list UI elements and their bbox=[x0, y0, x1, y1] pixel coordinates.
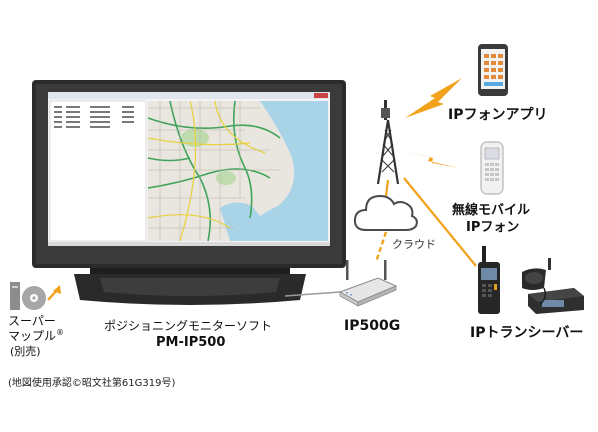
router-icon bbox=[338, 260, 398, 307]
cloud-icon bbox=[353, 194, 418, 231]
software-name-label: ポジショニングモニターソフト bbox=[104, 319, 273, 333]
registered-mark: ® bbox=[56, 328, 65, 337]
super-mapple-label-line3: (別売) bbox=[10, 345, 41, 358]
software-model-label: PM-IP500 bbox=[156, 335, 226, 350]
super-mapple-name: マップル bbox=[8, 329, 57, 343]
radio-tower-icon bbox=[376, 100, 400, 185]
ip-phone-app-label: IPフォンアプリ bbox=[448, 107, 548, 123]
super-mapple-label-line2: マップル® bbox=[8, 327, 64, 344]
map-credit-label: (地図使用承認©昭文社第61G319号) bbox=[8, 378, 176, 389]
cloud-label: クラウド bbox=[392, 238, 436, 251]
super-mapple-label-line1: スーパー bbox=[8, 314, 56, 328]
ip-phone-icon bbox=[480, 141, 504, 195]
ip-transceiver-label: IPトランシーバー bbox=[470, 325, 584, 341]
link-phone-app bbox=[405, 78, 462, 118]
software-disc-icon bbox=[10, 282, 46, 310]
wireless-mobile-label-line1: 無線モバイル bbox=[452, 203, 531, 218]
link-mobile-phone bbox=[402, 150, 460, 168]
handheld-radio-icon bbox=[478, 246, 500, 314]
wireless-mobile-label-line2: IPフォン bbox=[466, 220, 520, 235]
link-cloud bbox=[384, 179, 390, 197]
link-transceiver bbox=[403, 177, 477, 267]
smartphone-icon bbox=[478, 44, 508, 96]
router-label: IP500G bbox=[344, 318, 401, 334]
monitor-icon bbox=[32, 80, 346, 305]
mobile-radio-icon bbox=[522, 258, 584, 314]
